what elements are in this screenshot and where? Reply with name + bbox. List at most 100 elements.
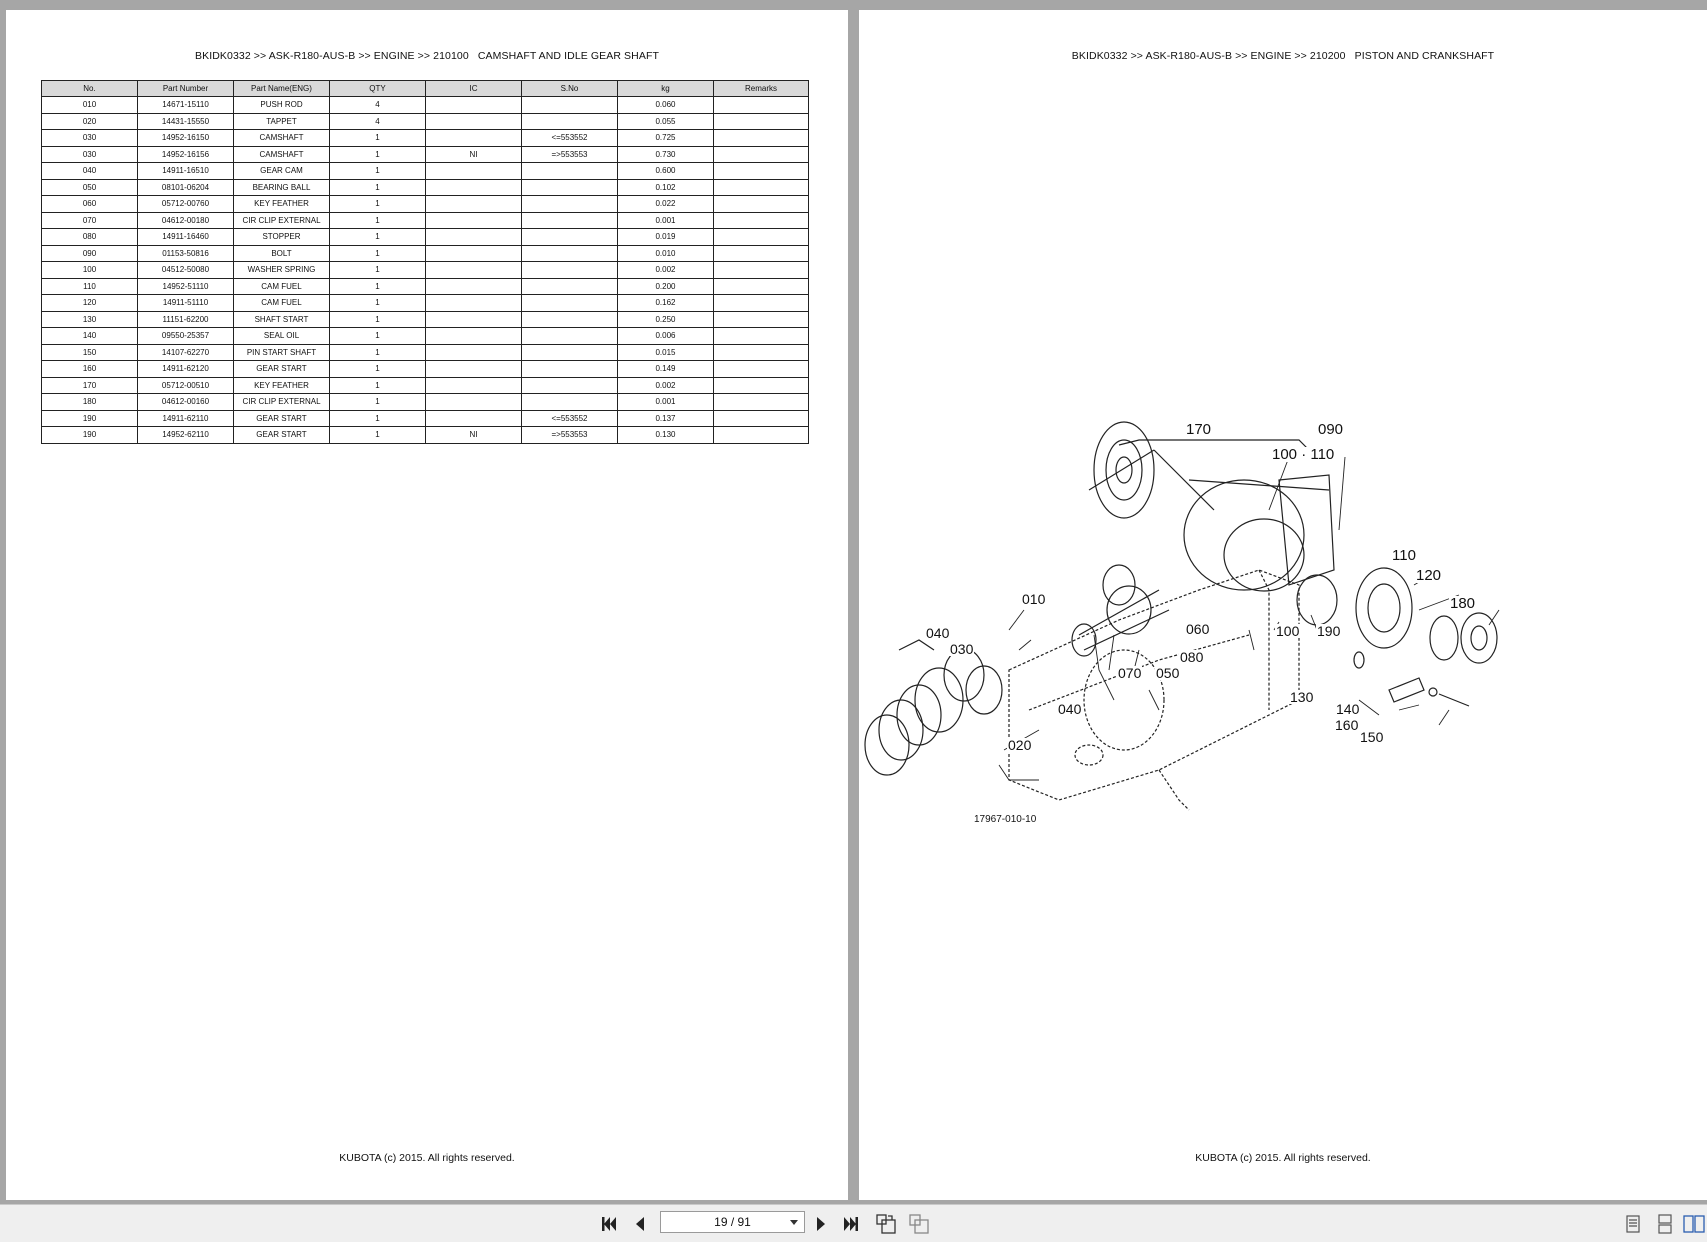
cell-no: 130 <box>41 310 138 328</box>
diagram-callout: 060 <box>1185 621 1211 637</box>
cell-sno <box>521 162 618 180</box>
column-header: IC <box>425 80 522 97</box>
cell-kg: 0.250 <box>617 310 714 328</box>
cell-remarks <box>713 211 809 229</box>
first-page-button[interactable] <box>596 1211 622 1237</box>
cell-no: 020 <box>41 112 138 130</box>
cell-qty: 1 <box>329 178 426 196</box>
single-page-view-button[interactable] <box>1620 1211 1646 1237</box>
left-page-footer: KUBOTA (c) 2015. All rights reserved. <box>339 1152 515 1164</box>
column-header: No. <box>41 80 138 97</box>
cell-sno <box>521 244 618 262</box>
continuous-view-button[interactable] <box>1652 1211 1678 1237</box>
cell-sno <box>521 261 618 279</box>
rotate-icon <box>876 1214 896 1234</box>
cell-qty: 1 <box>329 244 426 262</box>
diagram-callout: 150 <box>1359 729 1385 745</box>
cell-remarks <box>713 376 809 394</box>
cell-ic: NI <box>425 426 522 444</box>
cell-no: 140 <box>41 327 138 345</box>
cell-ic <box>425 327 522 345</box>
column-header: Part Number <box>137 80 234 97</box>
cell-name: BOLT <box>233 244 330 262</box>
rotate-button[interactable] <box>873 1211 899 1237</box>
diagram-callout: 020 <box>1007 737 1033 753</box>
cell-part-number: 14911-16460 <box>137 228 234 246</box>
cell-remarks <box>713 277 809 295</box>
cell-part-number: 14107-62270 <box>137 343 234 361</box>
cell-remarks <box>713 360 809 378</box>
cell-part-number: 04512-50080 <box>137 261 234 279</box>
cell-part-number: 04612-00160 <box>137 393 234 411</box>
last-page-icon <box>844 1217 858 1231</box>
cell-part-number: 05712-00510 <box>137 376 234 394</box>
last-page-button[interactable] <box>838 1211 864 1237</box>
exploded-parts-diagram <box>864 421 1500 811</box>
cell-name: CIR CLIP EXTERNAL <box>233 211 330 229</box>
cell-remarks <box>713 162 809 180</box>
cell-sno: =>553553 <box>521 426 618 444</box>
cell-no: 030 <box>41 129 138 147</box>
cell-no: 050 <box>41 178 138 196</box>
cell-name: CAMSHAFT <box>233 129 330 147</box>
previous-page-button[interactable] <box>627 1211 653 1237</box>
cell-part-number: 14431-15550 <box>137 112 234 130</box>
cell-qty: 1 <box>329 327 426 345</box>
cell-kg: 0.600 <box>617 162 714 180</box>
cell-no: 100 <box>41 261 138 279</box>
cell-sno <box>521 393 618 411</box>
continuous-view-icon <box>1658 1214 1672 1234</box>
cell-kg: 0.149 <box>617 360 714 378</box>
cell-ic <box>425 261 522 279</box>
single-page-view-icon <box>1626 1215 1640 1233</box>
cell-part-number: 14952-16150 <box>137 129 234 147</box>
copy-button[interactable] <box>906 1211 932 1237</box>
cell-no: 080 <box>41 228 138 246</box>
left-page-breadcrumb: BKIDK0332 >> ASK-R180-AUS-B >> ENGINE >>… <box>195 50 659 62</box>
pdf-navigation-toolbar: 19 / 91 <box>0 1204 1707 1242</box>
diagram-callout: 050 <box>1155 665 1181 681</box>
cell-no: 190 <box>41 409 138 427</box>
cell-name: CAM FUEL <box>233 277 330 295</box>
cell-ic <box>425 129 522 147</box>
cell-no: 180 <box>41 393 138 411</box>
cell-part-number: 01153-50816 <box>137 244 234 262</box>
next-page-button[interactable] <box>808 1211 834 1237</box>
previous-page-icon <box>636 1217 644 1231</box>
start-gear-drawing <box>1460 612 1498 664</box>
cell-remarks <box>713 327 809 345</box>
cell-part-number: 14671-15110 <box>137 96 234 114</box>
cell-no: 010 <box>41 96 138 114</box>
cell-ic <box>425 211 522 229</box>
cell-qty: 1 <box>329 277 426 295</box>
cell-remarks <box>713 129 809 147</box>
cell-kg: 0.002 <box>617 376 714 394</box>
diagram-callout: 040 <box>1057 701 1083 717</box>
cell-part-number: 14952-62110 <box>137 426 234 444</box>
cell-qty: 1 <box>329 129 426 147</box>
cell-no: 060 <box>41 195 138 213</box>
cell-ic <box>425 343 522 361</box>
two-page-view-icon <box>1683 1215 1705 1233</box>
two-page-view-button[interactable] <box>1681 1211 1707 1237</box>
cell-ic <box>425 360 522 378</box>
cell-remarks <box>713 244 809 262</box>
cell-qty: 1 <box>329 195 426 213</box>
page-number-select[interactable]: 19 / 91 <box>660 1211 805 1233</box>
cell-sno <box>521 195 618 213</box>
cell-sno <box>521 360 618 378</box>
page-indicator: 19 / 91 <box>714 1215 751 1229</box>
cell-kg: 0.162 <box>617 294 714 312</box>
cell-qty: 1 <box>329 360 426 378</box>
cell-kg: 0.010 <box>617 244 714 262</box>
cell-kg: 0.060 <box>617 96 714 114</box>
cell-qty: 1 <box>329 211 426 229</box>
cell-kg: 0.102 <box>617 178 714 196</box>
cell-qty: 4 <box>329 96 426 114</box>
